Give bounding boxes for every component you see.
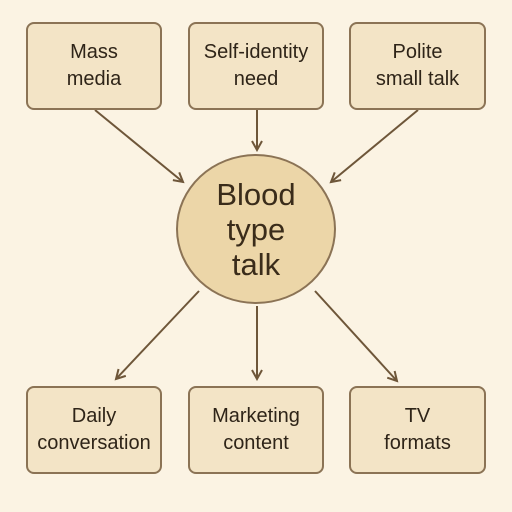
- center-node: Blood type talk: [176, 154, 336, 304]
- center-line3: talk: [231, 246, 281, 282]
- daily-conversation-line2: conversation: [37, 432, 151, 454]
- tv-formats-line2: formats: [384, 432, 451, 454]
- self-identity-box: Self-identity need: [188, 22, 324, 110]
- marketing-box: Marketing content: [188, 386, 324, 474]
- arrow-small-talk-to-center: [331, 109, 419, 182]
- small-talk-line1: Polite: [392, 41, 443, 63]
- mass-media-line2: media: [66, 68, 122, 90]
- arrow-center-to-daily-conversation: [116, 290, 200, 379]
- mass-media-line1: Mass: [70, 41, 118, 63]
- self-identity-line2: need: [233, 68, 279, 90]
- arrow-mass-media-to-center: [94, 109, 183, 182]
- tv-formats-box: TV formats: [349, 386, 486, 474]
- mass-media-box: Mass media: [26, 22, 162, 110]
- small-talk-line2: small talk: [375, 68, 460, 90]
- arrow-center-to-tv-formats: [314, 290, 397, 381]
- center-line1: Blood: [216, 176, 296, 212]
- tv-formats-line1: TV: [404, 405, 431, 427]
- center-line2: type: [226, 211, 286, 247]
- daily-conversation-box: Daily conversation: [26, 386, 162, 474]
- small-talk-box: Polite small talk: [349, 22, 486, 110]
- marketing-line2: content: [223, 432, 289, 454]
- daily-conversation-line1: Daily: [71, 405, 117, 427]
- marketing-line1: Marketing: [212, 405, 300, 427]
- self-identity-line1: Self-identity: [203, 41, 309, 63]
